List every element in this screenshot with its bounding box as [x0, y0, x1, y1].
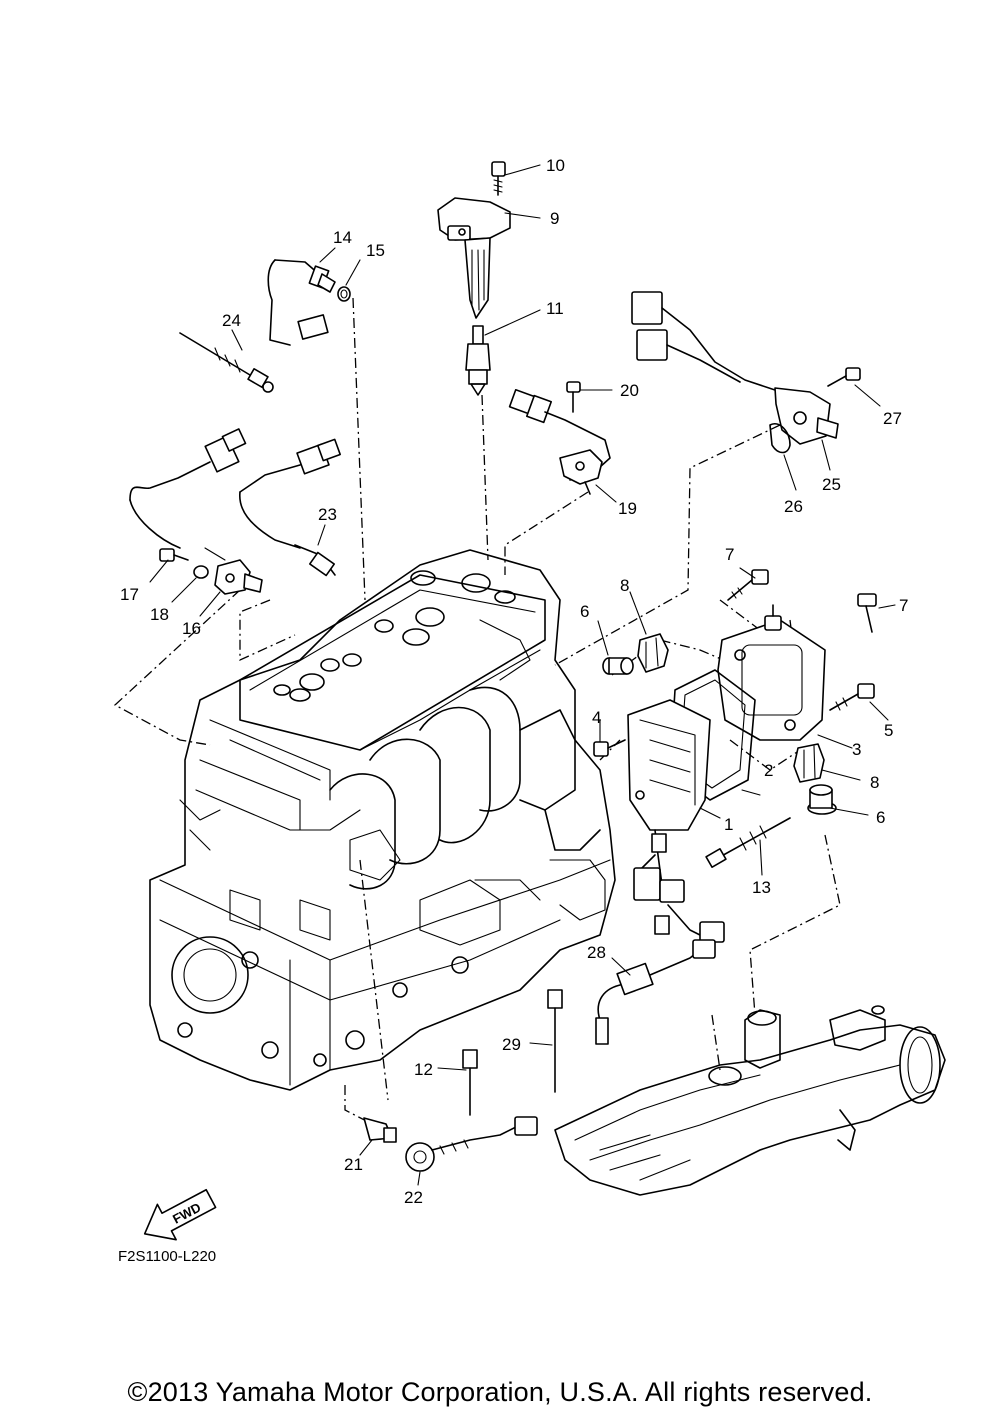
callout-8a: 8: [620, 576, 629, 595]
bushing-part-6a: [602, 657, 634, 675]
callout-12: 12: [414, 1060, 433, 1079]
callout-8b: 8: [870, 773, 879, 792]
cable-tie-part-12: [462, 1049, 478, 1116]
fwd-arrow-icon: FWD: [143, 1188, 217, 1241]
sensor-part-16: [214, 559, 263, 595]
copyright-notice: ©2013 Yamaha Motor Corporation, U.S.A. A…: [127, 1377, 873, 1407]
callout-29: 29: [502, 1035, 521, 1054]
temp-probe-part-13: [705, 817, 791, 868]
ignition-coil-part-9: [437, 197, 511, 319]
sensor-part-19: [508, 388, 611, 495]
callout-23: 23: [318, 505, 337, 524]
callout-25: 25: [822, 475, 841, 494]
oil-sensor-part-14: [267, 259, 336, 346]
throttle-body-part-3: [717, 604, 826, 741]
callout-4: 4: [592, 708, 601, 727]
callout-7b: 7: [899, 596, 908, 615]
callout-10: 10: [546, 156, 565, 175]
callout-3: 3: [852, 740, 861, 759]
sensor-harness-part-23: [129, 428, 341, 577]
callout-5: 5: [884, 721, 893, 740]
callout-26: 26: [784, 497, 803, 516]
bolt-part-27: [827, 367, 861, 387]
bolt-part-4: [593, 739, 626, 757]
oring-part-26: [769, 423, 791, 454]
diagram-code: F2S1100-L220: [118, 1248, 216, 1265]
gasket-part-15: [337, 286, 351, 302]
callout-leaders: [149, 164, 896, 1186]
callout-6b: 6: [876, 808, 885, 827]
knock-sensor-part-22: [405, 1116, 538, 1172]
callout-2: 2: [764, 761, 773, 780]
bolt-part-5: [829, 683, 875, 711]
callout-numbers: 1 2 3 4 5 6 6 7 7 8 8 9 10 11 12 13 14 1…: [120, 156, 908, 1207]
bolt-part-17: [159, 548, 189, 562]
callout-18: 18: [150, 605, 169, 624]
callout-19: 19: [618, 499, 637, 518]
callout-24: 24: [222, 311, 241, 330]
callout-11: 11: [546, 299, 564, 318]
bolt-part-7b: [857, 593, 877, 633]
callout-17: 17: [120, 585, 139, 604]
engine-block: [149, 549, 616, 1091]
callout-20: 20: [620, 381, 639, 400]
callout-9: 9: [550, 209, 559, 228]
oring-part-18: [193, 565, 209, 579]
exhaust-manifold: [554, 1005, 946, 1196]
callout-16: 16: [182, 619, 201, 638]
callout-15: 15: [366, 241, 385, 260]
callout-21: 21: [344, 1155, 363, 1174]
callout-13: 13: [752, 878, 771, 897]
grommet-part-8b: [793, 743, 825, 783]
grommet-part-8a: [637, 633, 669, 673]
sensor-part-28: [595, 939, 716, 1045]
callout-28: 28: [587, 943, 606, 962]
callout-7a: 7: [725, 545, 734, 564]
spark-plug-part-11: [465, 325, 491, 396]
module-part-1: [627, 699, 725, 943]
callout-27: 27: [883, 409, 902, 428]
harness-part-25: [631, 291, 839, 445]
bolt-part-20: [566, 381, 581, 413]
cable-tie-part-29: [547, 989, 563, 1093]
temp-probe-part-24: [179, 332, 274, 393]
bolt-part-10: [491, 161, 506, 196]
sensor-part-21: [363, 1117, 397, 1143]
callout-1: 1: [724, 815, 733, 834]
callout-14: 14: [333, 228, 352, 247]
callout-22: 22: [404, 1188, 423, 1207]
bushing-part-6b: [807, 784, 837, 815]
bolt-part-7a: [727, 569, 769, 601]
callout-6a: 6: [580, 602, 589, 621]
